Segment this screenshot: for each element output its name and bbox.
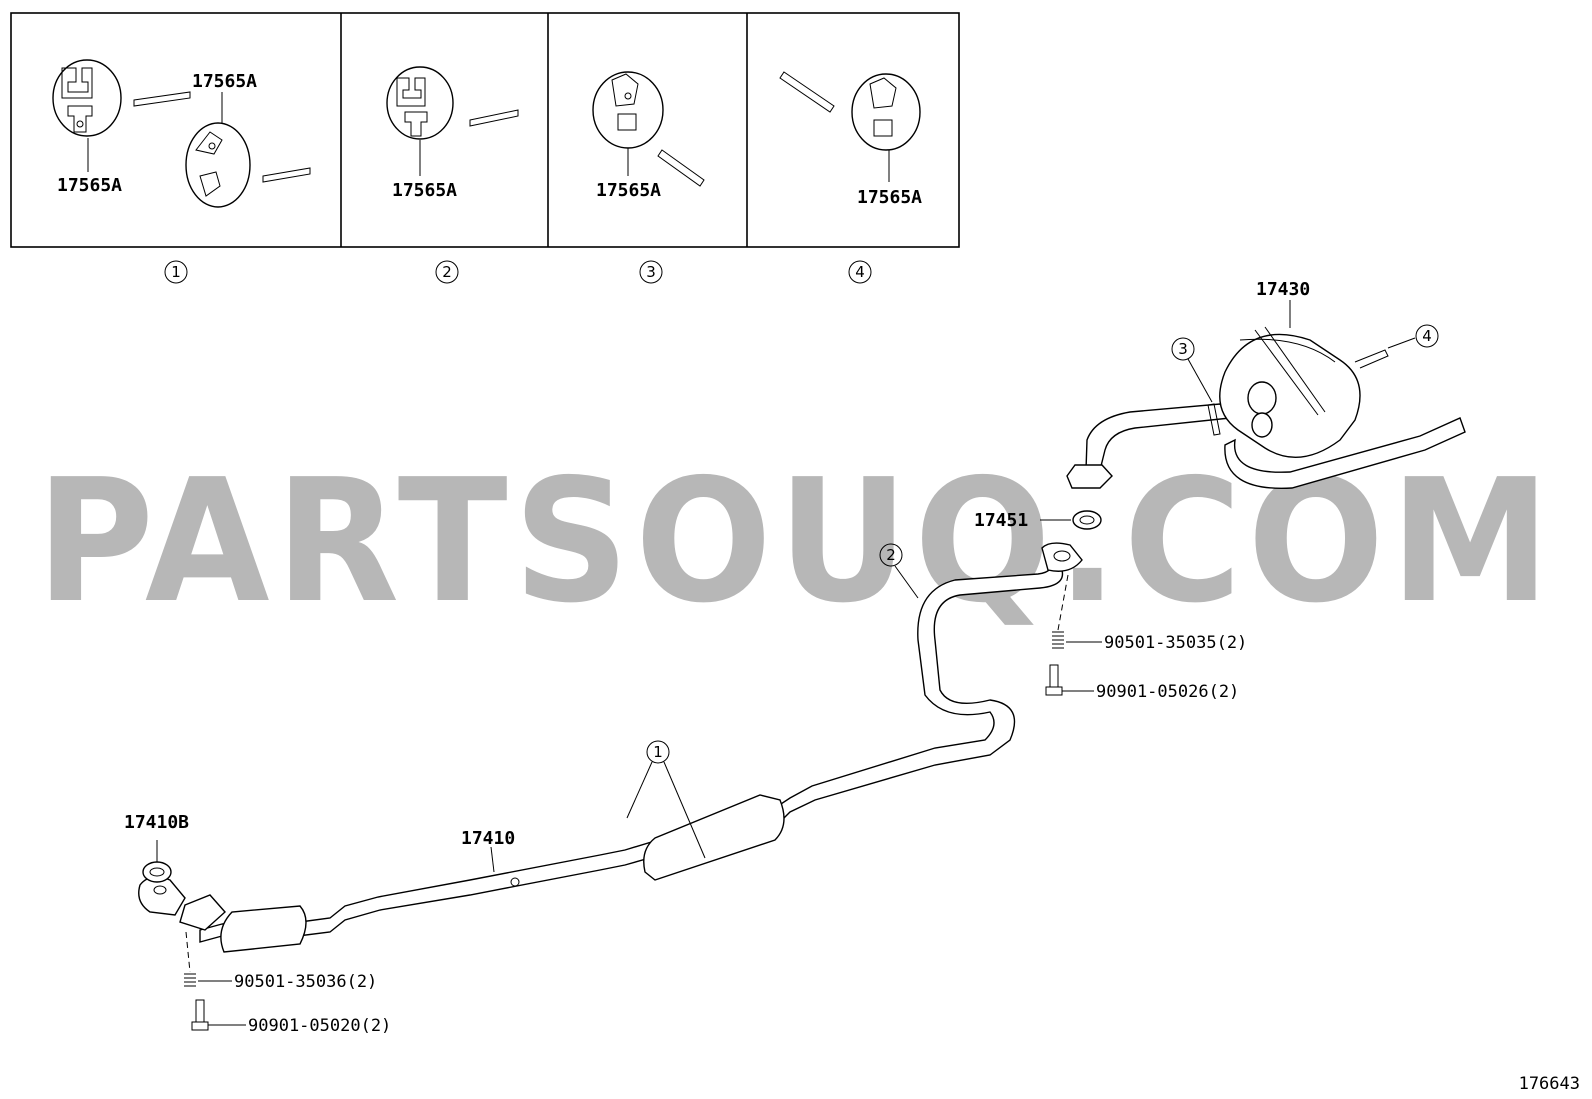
front-pipe-assembly: 17410 — [138, 542, 1083, 953]
part-label-90501-35035: 90501-35035(2) — [1104, 633, 1247, 653]
box-number-1: 1 — [171, 263, 181, 281]
box1-label-a: 17565A — [57, 175, 122, 196]
part-label-17430: 17430 — [1256, 279, 1310, 300]
box-number-4: 4 — [855, 263, 865, 281]
hanger-cushion-1b — [185, 122, 251, 208]
part-label-90901-05020: 90901-05020(2) — [248, 1016, 391, 1036]
hanger-cushion-3 — [592, 71, 664, 149]
svg-text:1: 1 — [653, 743, 663, 761]
hanger-cushion-1a — [52, 59, 122, 137]
callout-4: 4 — [1387, 324, 1439, 349]
hanger-rod-2 — [469, 109, 519, 127]
callout-3: 3 — [1171, 337, 1213, 403]
box-number-2: 2 — [442, 263, 452, 281]
part-label-17410: 17410 — [461, 828, 515, 849]
gasket-17451: 17451 — [974, 510, 1102, 531]
svg-text:3: 3 — [1178, 340, 1188, 358]
callout-2: 2 — [879, 543, 919, 599]
detail-box-4: 17565A — [779, 71, 922, 208]
hanger-rod-3 — [657, 149, 705, 187]
part-label-90501-35036: 90501-35036(2) — [234, 972, 377, 992]
hanger-rod-4 — [779, 71, 835, 113]
part-label-90901-05026: 90901-05026(2) — [1096, 682, 1239, 702]
hanger-rod-1b — [262, 167, 311, 183]
box2-label: 17565A — [392, 180, 457, 201]
detail-box-3: 17565A — [592, 71, 705, 201]
muffler-assembly: 17430 — [1066, 279, 1466, 490]
spring-front-icon — [184, 973, 196, 987]
svg-text:4: 4 — [1422, 327, 1432, 345]
part-label-17410B: 17410B — [124, 812, 189, 833]
front-fasteners: 90501-35036(2) 90901-05020(2) — [184, 931, 391, 1036]
diagram-id: 176643 — [1519, 1074, 1580, 1094]
bolt-rear-icon — [1045, 664, 1063, 696]
box1-label-b: 17565A — [192, 71, 257, 92]
bolt-front-icon — [191, 999, 209, 1031]
gasket-17410B: 17410B — [124, 812, 189, 883]
rear-fasteners: 90501-35035(2) 90901-05026(2) — [1045, 574, 1247, 702]
part-label-17451: 17451 — [974, 510, 1028, 531]
hanger-cushion-4 — [851, 73, 921, 151]
detail-box-numbers: 1 2 3 4 — [164, 260, 872, 284]
hanger-cushion-2 — [386, 66, 454, 140]
spring-rear-icon — [1052, 631, 1064, 649]
box3-label: 17565A — [596, 180, 661, 201]
detail-panel — [10, 12, 960, 248]
callout-1: 1 — [626, 740, 706, 859]
detail-box-1: 17565A 17565A — [52, 59, 311, 208]
box-number-3: 3 — [646, 263, 656, 281]
hanger-rod-1a — [133, 91, 191, 107]
detail-box-2: 17565A — [386, 66, 519, 201]
svg-text:2: 2 — [886, 546, 896, 564]
box4-label: 17565A — [857, 187, 922, 208]
